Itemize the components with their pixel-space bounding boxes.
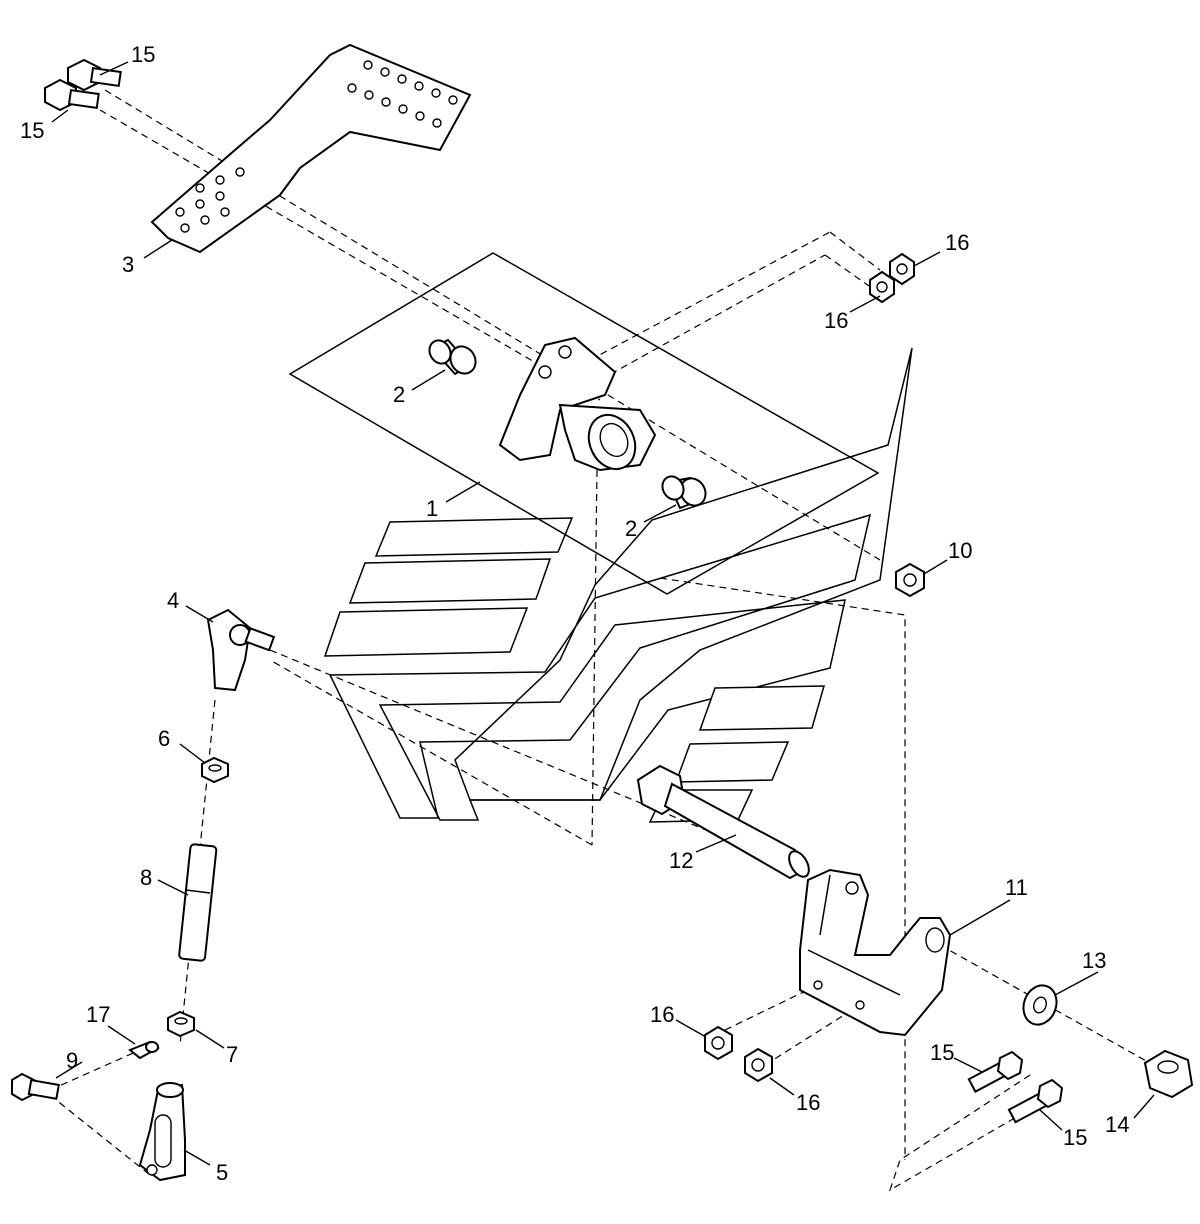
bolt-lower-2	[1007, 1078, 1064, 1124]
callout-13: 13	[1082, 948, 1106, 973]
callout-15-lower: 15	[1063, 1125, 1087, 1150]
assembly-lines	[49, 89, 1181, 1192]
callout-1: 1	[426, 496, 438, 521]
callout-10: 10	[948, 538, 972, 563]
bolt-top-2	[44, 78, 100, 112]
mounting-plate-outline	[288, 252, 880, 595]
callout-15-lower-top: 15	[930, 1040, 954, 1065]
callout-14: 14	[1105, 1112, 1129, 1137]
shoulder-bolt	[636, 764, 810, 880]
bolt-lower-1	[967, 1050, 1024, 1093]
nut-10	[895, 562, 925, 598]
callouts: 15 15 3 16 16 2 1 2 10 4 6 12 8 11 13 17…	[20, 42, 1129, 1185]
clevis-pin	[11, 1072, 60, 1102]
callout-17: 17	[86, 1002, 110, 1027]
ball-joint	[206, 608, 276, 692]
nut-lower-2	[744, 1047, 773, 1083]
nut-14	[1143, 1049, 1194, 1099]
bolt-top-1	[67, 58, 122, 92]
callout-16-top-right: 16	[945, 230, 969, 255]
callout-8: 8	[140, 865, 152, 890]
watermark-logo	[323, 347, 913, 823]
callout-16-lower-left: 16	[650, 1002, 674, 1027]
pedal-arm	[150, 43, 472, 254]
callout-16-top: 16	[824, 308, 848, 333]
callout-12: 12	[669, 848, 693, 873]
clevis	[138, 1082, 186, 1182]
callout-5: 5	[216, 1160, 228, 1185]
nut-top-1	[889, 252, 915, 286]
pivot-bracket	[498, 336, 657, 472]
callout-2-upper: 2	[393, 382, 405, 407]
callout-2-lower: 2	[625, 516, 637, 541]
callout-4: 4	[167, 588, 179, 613]
cotter-pin	[128, 1040, 160, 1060]
nut-lower-1	[704, 1025, 733, 1061]
jam-nut-6	[201, 756, 229, 784]
threaded-rod	[178, 843, 218, 962]
callout-11: 11	[1005, 875, 1028, 900]
washer	[1022, 984, 1058, 1026]
callout-9: 9	[66, 1048, 78, 1073]
callout-16-lower: 16	[796, 1090, 820, 1115]
callout-15-left: 15	[20, 118, 44, 143]
bushing-upper	[428, 338, 477, 376]
bushing-lower	[661, 475, 707, 510]
callout-7: 7	[226, 1042, 238, 1067]
nut-top-2	[869, 270, 895, 304]
jam-nut-7	[167, 1010, 195, 1038]
callout-6: 6	[158, 726, 170, 751]
callout-3: 3	[122, 252, 134, 277]
callout-15-top: 15	[131, 42, 155, 67]
leader-lines	[51, 61, 1155, 1166]
support-bracket	[799, 868, 952, 1037]
pedal-pad-holes	[175, 60, 458, 233]
